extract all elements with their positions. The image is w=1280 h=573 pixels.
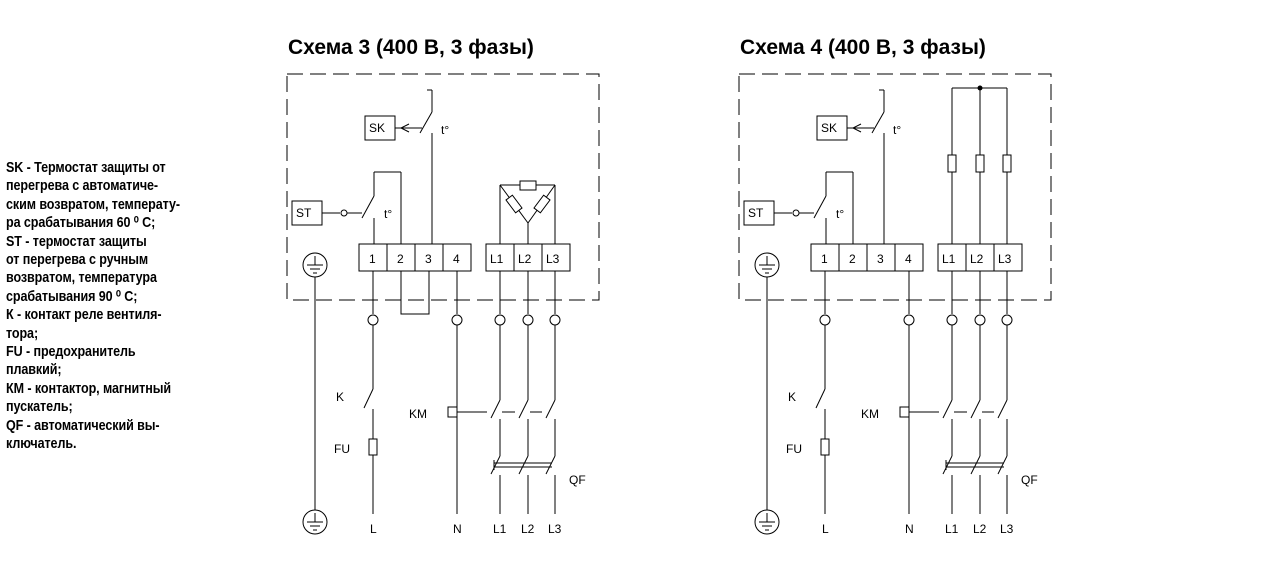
legend-line: FU - предохранитель [6,344,136,361]
phase-lines [942,325,1008,514]
terminal-block [358,243,571,272]
legend: SK - Термостат защиты от перегрева с авт… [6,159,221,454]
scheme-3: Схема 3 (400 В, 3 фазы) SK t° [286,36,600,536]
temp-label: t° [836,207,844,221]
legend-line: возвратом, температура [6,270,157,287]
km-coil [447,406,458,418]
supply-label: L3 [548,522,562,536]
legend-line: ра срабатывания 60 ⁰ С; [6,215,156,232]
km-label: KM [409,407,427,421]
legend-line: ST - термостат защиты [6,233,147,250]
km-label: KM [861,407,879,421]
terminal-label: 1 [821,252,828,266]
enclosure-boundary [738,73,1052,301]
legend-line: от перегрева с ручным [6,252,149,269]
ground-symbol [302,252,328,278]
legend-line: пускатель; [6,399,73,416]
sk-label: SK [821,121,837,135]
legend-line: плавкий; [6,362,62,379]
scheme-4: Схема 4 (400 В, 3 фазы) SK t° ST [738,36,1052,536]
sk-thermostat-box [364,115,396,141]
legend-line: КМ - контактор, магнитный [6,380,171,397]
supply-label: L1 [945,522,959,536]
phase-lines [490,325,556,514]
supply-label: L3 [1000,522,1014,536]
legend-line: тора; [6,325,39,342]
km-coil [899,406,910,418]
scheme-title: Схема 4 (400 В, 3 фазы) [740,36,986,59]
ground-symbol [754,509,780,535]
ground-symbol [302,509,328,535]
legend-line: ключатель. [6,436,77,453]
terminal-label: 1 [369,252,376,266]
terminal-label: L3 [998,252,1012,266]
scheme-title: Схема 3 (400 В, 3 фазы) [288,36,534,59]
fu-label: FU [786,442,802,456]
temp-label: t° [384,207,392,221]
supply-label: L1 [493,522,507,536]
terminal-label: L1 [942,252,956,266]
terminal-label: 3 [425,252,432,266]
terminal-label: L2 [518,252,532,266]
st-thermostat-box [291,200,323,226]
supply-label: L [822,522,829,536]
temp-label: t° [441,123,449,137]
fuse-symbol [368,438,378,456]
terminal-label: 2 [849,252,856,266]
temp-label: t° [893,123,901,137]
fuse-symbol [820,438,830,456]
heater-element [499,180,556,244]
supply-label: L2 [973,522,987,536]
terminal-label: 4 [453,252,460,266]
terminal-label: L3 [546,252,560,266]
supply-label: L2 [521,522,535,536]
supply-label: L [370,522,377,536]
qf-label: QF [569,473,586,487]
legend-line: QF - автоматический вы- [6,417,160,434]
terminal-label: 4 [905,252,912,266]
fu-label: FU [334,442,350,456]
st-thermostat-box [743,200,775,226]
st-label: ST [748,206,764,220]
terminal-label: 2 [397,252,404,266]
terminal-label: L2 [970,252,984,266]
legend-line: К - контакт реле вентиля- [6,307,162,324]
k-label: K [788,390,796,404]
legend-line: срабатывания 90 ⁰ С; [6,288,138,305]
legend-line: перегрева с автоматиче- [6,178,159,195]
supply-label: N [905,522,914,536]
heater-element [947,85,1012,244]
sk-label: SK [369,121,385,135]
supply-label: N [453,522,462,536]
terminal-block [810,243,1023,272]
legend-line: ским возвратом, температу- [6,196,180,213]
k-label: K [336,390,344,404]
st-label: ST [296,206,312,220]
legend-line: SK - Термостат защиты от [6,160,166,176]
ground-symbol [754,252,780,278]
qf-label: QF [1021,473,1038,487]
enclosure-boundary [286,73,600,301]
terminal-label: 3 [877,252,884,266]
terminal-label: L1 [490,252,504,266]
